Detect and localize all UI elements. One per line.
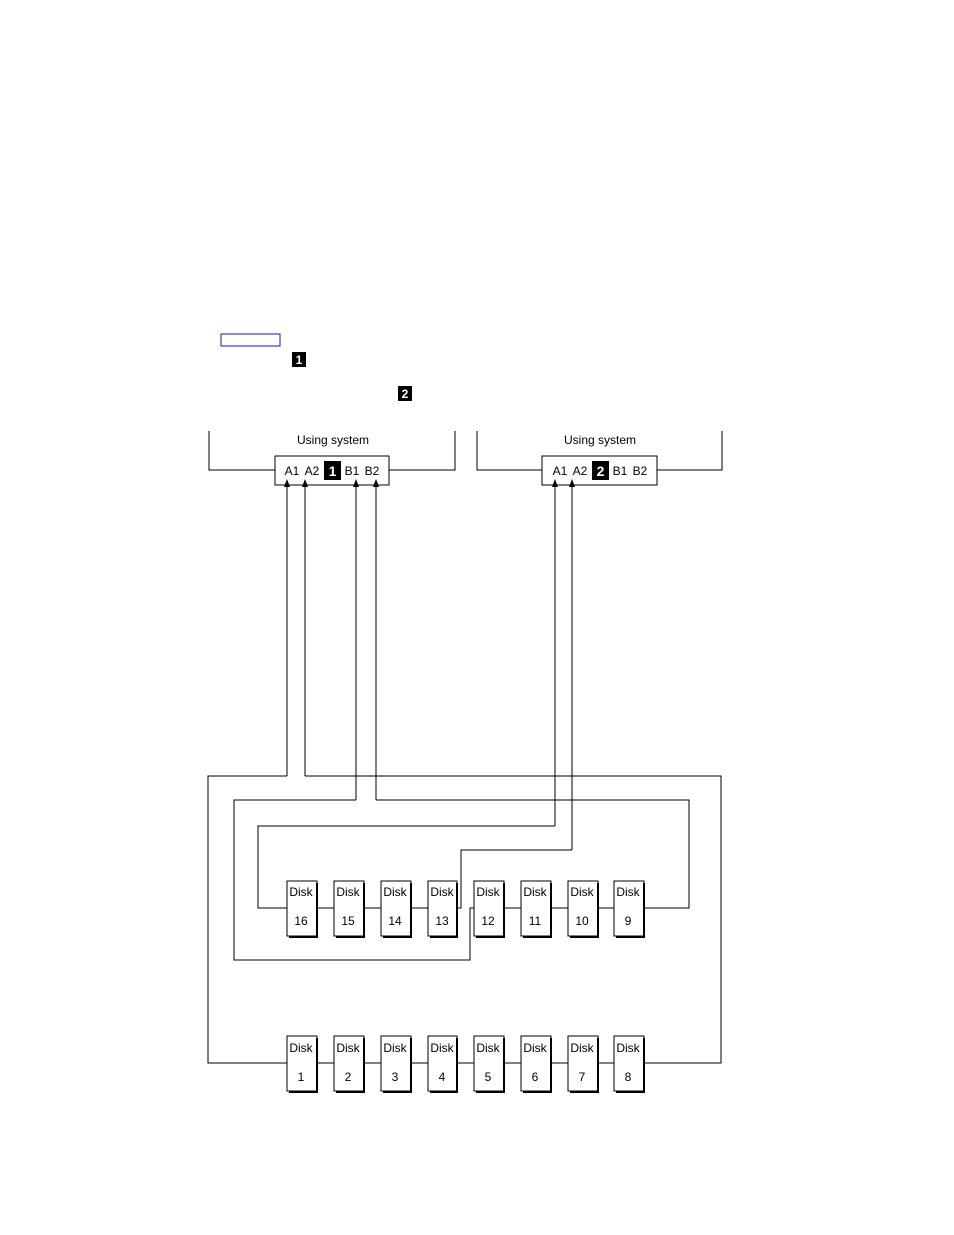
disk-16-label: Disk (289, 885, 313, 899)
cable-sys1-b1-outer (233, 799, 474, 961)
callout-2-text: 2 (402, 387, 409, 401)
disk-15-label: Disk (336, 885, 360, 899)
disk-8: Disk 8 (613, 1035, 645, 1093)
adapter-2-callout-badge (592, 461, 609, 480)
callout-badge-2: 2 (398, 386, 412, 401)
disk-11: Disk 11 (520, 880, 552, 938)
disk-3-label: Disk (383, 1041, 407, 1055)
disk-7-label: Disk (570, 1041, 594, 1055)
disk-16-number: 16 (294, 914, 308, 928)
disk-4-number: 4 (439, 1070, 446, 1084)
system-2-title: Using system (564, 433, 636, 447)
adapter-1-port-b1: B1 (345, 464, 360, 478)
callout-1-text: 1 (296, 353, 303, 367)
disk-8-label: Disk (616, 1041, 640, 1055)
adapter-1-port-a1: A1 (285, 464, 300, 478)
cable-sys2-a1-outer (257, 825, 555, 909)
cable-sys1-b2-outer (376, 799, 690, 909)
adapter-2-callout-text: 2 (597, 463, 605, 479)
disk-12: Disk 12 (473, 880, 505, 938)
disk-10: Disk 10 (567, 880, 599, 938)
disk-15: Disk 15 (333, 880, 365, 938)
disk-5-number: 5 (485, 1070, 492, 1084)
disk-3-number: 3 (392, 1070, 399, 1084)
adapter-2-port-b2: B2 (633, 464, 648, 478)
cable-sys1-a2-loop1-outer (305, 775, 722, 1064)
disk-9-label: Disk (616, 885, 640, 899)
disk-13-label: Disk (430, 885, 454, 899)
adapter-1-port-a2: A2 (305, 464, 320, 478)
system-1-title: Using system (297, 433, 369, 447)
disk-1-number: 1 (298, 1070, 305, 1084)
disk-16: Disk 16 (286, 880, 318, 938)
disk-15-number: 15 (341, 914, 355, 928)
adapter-1-port-b2: B2 (365, 464, 380, 478)
disk-12-number: 12 (481, 914, 495, 928)
disk-7: Disk 7 (567, 1035, 599, 1093)
adapter-2-port-b1: B1 (613, 464, 628, 478)
disk-2-number: 2 (345, 1070, 352, 1084)
adapter-1-callout-text: 1 (329, 463, 337, 479)
disk-5: Disk 5 (473, 1035, 505, 1093)
disk-11-label: Disk (523, 885, 547, 899)
disk-1-label: Disk (289, 1041, 313, 1055)
disk-5-label: Disk (476, 1041, 500, 1055)
adapter-1-callout-badge (324, 461, 341, 480)
disk-14: Disk 14 (380, 880, 412, 938)
disk-6-label: Disk (523, 1041, 547, 1055)
cable-sys1-a1-loop1-outer (207, 775, 287, 1064)
disk-2: Disk 2 (333, 1035, 365, 1093)
disk-11-number: 11 (529, 914, 542, 928)
using-system-2: Using system A1 A2 2 B1 B2 (476, 431, 723, 486)
disk-8-number: 8 (625, 1070, 632, 1084)
disk-13: Disk 13 (427, 880, 458, 938)
disk-4: Disk 4 (427, 1035, 458, 1093)
disk-14-label: Disk (383, 885, 407, 899)
disk-13-number: 13 (435, 914, 449, 928)
disk-2-label: Disk (336, 1041, 360, 1055)
disk-14-number: 14 (388, 914, 402, 928)
cable-sys2-a2-outer (457, 849, 572, 909)
disk-3: Disk 3 (380, 1035, 412, 1093)
disk-1: Disk 1 (286, 1035, 318, 1093)
adapter-2-port-a2: A2 (573, 464, 588, 478)
disk-9-number: 9 (625, 914, 632, 928)
disk-9: Disk 9 (613, 880, 645, 938)
disk-7-number: 7 (579, 1070, 586, 1084)
disk-10-number: 10 (575, 914, 589, 928)
disk-10-label: Disk (570, 885, 594, 899)
disk-6: Disk 6 (520, 1035, 552, 1093)
disk-4-label: Disk (430, 1041, 454, 1055)
callout-badge-1: 1 (292, 352, 306, 367)
disk-12-label: Disk (476, 885, 500, 899)
link-box[interactable] (220, 333, 281, 347)
disk-6-number: 6 (532, 1070, 539, 1084)
adapter-2-port-a1: A1 (553, 464, 568, 478)
using-system-1: Using system A1 A2 1 B1 B2 (208, 431, 456, 486)
